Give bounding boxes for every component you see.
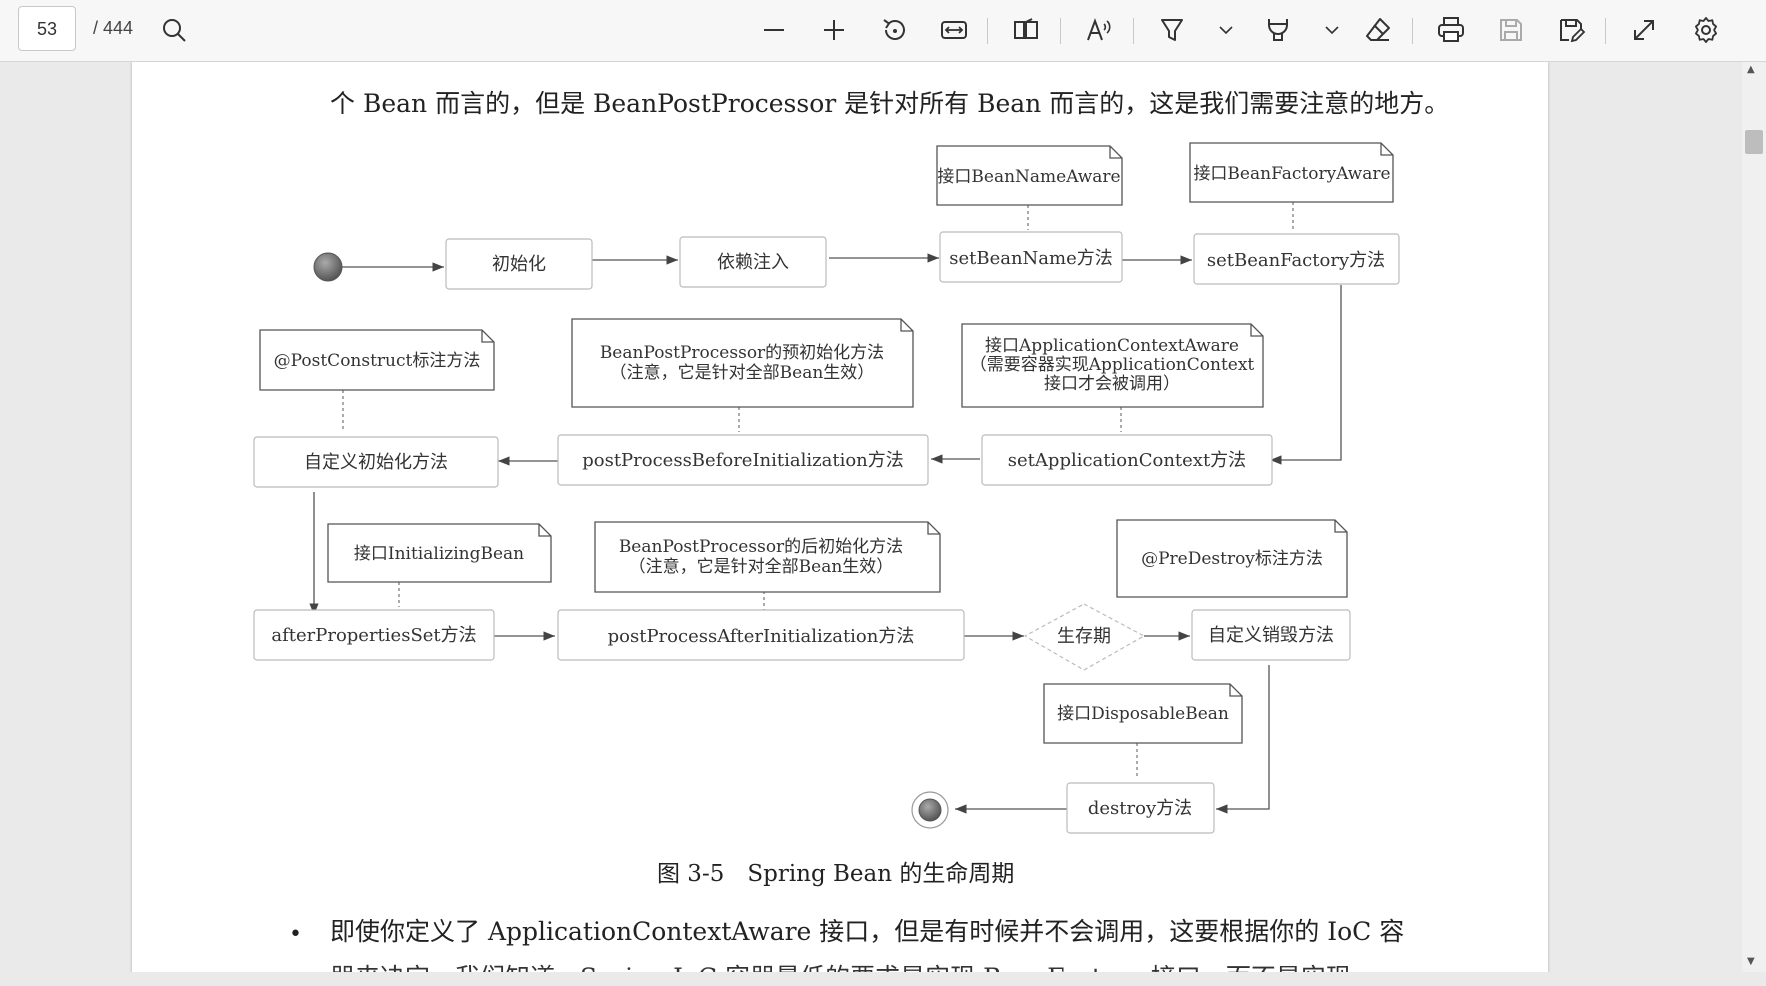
- page-total: / 444: [93, 18, 134, 38]
- box-label: afterPropertiesSet方法: [271, 625, 476, 646]
- document-viewport[interactable]: 个 Bean 而言的，但是 BeanPostProcessor 是针对所有 Be…: [0, 62, 1742, 972]
- box-label: postProcessAfterInitialization方法: [608, 626, 915, 647]
- box-after-properties-set: afterPropertiesSet方法: [253, 609, 495, 661]
- note-label: 接口才会被调用）: [1044, 374, 1180, 394]
- fit-width-icon[interactable]: [938, 14, 970, 46]
- bullet-marker: •: [289, 922, 302, 947]
- note-label: BeanPostProcessor的后初始化方法: [619, 537, 903, 557]
- note-bpp-after: BeanPostProcessor的后初始化方法 （注意，它是针对全部Bean生…: [594, 521, 941, 593]
- note-label: @PostConstruct标注方法: [274, 351, 481, 371]
- start-node: [313, 252, 343, 282]
- body-text-line: 个 Bean 而言的，但是 BeanPostProcessor 是针对所有 Be…: [330, 89, 1450, 118]
- draw-icon[interactable]: [1262, 14, 1294, 46]
- read-aloud-icon[interactable]: [1083, 14, 1115, 46]
- note-label: （需要容器实现ApplicationContext: [970, 355, 1255, 375]
- box-label: 初始化: [492, 254, 546, 275]
- settings-icon[interactable]: [1690, 14, 1722, 46]
- box-label: 自定义销毁方法: [1208, 625, 1334, 646]
- chevron-down-icon[interactable]: [1316, 14, 1348, 46]
- note-pre-destroy: @PreDestroy标注方法: [1116, 519, 1348, 598]
- box-label: 依赖注入: [717, 252, 789, 273]
- note-initializing-bean: 接口InitializingBean: [327, 523, 552, 583]
- note-label: 接口BeanNameAware: [937, 167, 1120, 187]
- box-post-process-after: postProcessAfterInitialization方法: [557, 609, 965, 661]
- scroll-up-arrow[interactable]: ▲: [1747, 64, 1755, 75]
- chevron-down-icon[interactable]: [1210, 14, 1242, 46]
- zoom-out-icon[interactable]: [758, 14, 790, 46]
- box-post-process-before: postProcessBeforeInitialization方法: [557, 434, 929, 486]
- note-label: @PreDestroy标注方法: [1141, 549, 1323, 569]
- note-label: 接口InitializingBean: [354, 544, 524, 564]
- scroll-thumb[interactable]: [1745, 130, 1763, 154]
- fullscreen-icon[interactable]: [1628, 14, 1660, 46]
- save-as-icon[interactable]: [1555, 14, 1587, 46]
- box-set-bean-name: setBeanName方法: [939, 231, 1123, 283]
- zoom-in-icon[interactable]: [818, 14, 850, 46]
- note-bpp-before: BeanPostProcessor的预初始化方法 （注意，它是针对全部Bean生…: [571, 318, 914, 408]
- box-set-application-context: setApplicationContext方法: [981, 434, 1273, 486]
- vertical-scrollbar[interactable]: [1742, 62, 1766, 972]
- pdf-toolbar: 53 / 444: [0, 0, 1766, 62]
- two-page-icon[interactable]: [1010, 14, 1042, 46]
- body-text-line: 即使你定义了 ApplicationContextAware 接口，但是有时候并…: [330, 917, 1405, 946]
- body-text-line: 器来决定。我们知道，Spring IoC 容器最低的要求是实现 BeanFact…: [330, 958, 1351, 972]
- figure-caption: 图 3-5 Spring Bean 的生命周期: [657, 861, 1015, 887]
- note-label: （注意，它是针对全部Bean生效）: [610, 363, 875, 383]
- box-label: setBeanName方法: [949, 248, 1113, 269]
- decision-lifetime: 生存期: [1023, 603, 1146, 671]
- note-label: 接口DisposableBean: [1057, 704, 1229, 724]
- bottom-strip: [0, 972, 1766, 986]
- spring-bean-lifecycle-diagram: 初始化 依赖注入 setBeanName方法 setBeanFactory方法 …: [253, 142, 1400, 834]
- box-set-bean-factory: setBeanFactory方法: [1193, 233, 1400, 285]
- box-custom-init: 自定义初始化方法: [253, 436, 499, 488]
- note-label: 接口ApplicationContextAware: [985, 336, 1239, 356]
- print-icon[interactable]: [1435, 14, 1467, 46]
- box-init: 初始化: [445, 238, 593, 290]
- note-label: （注意，它是针对全部Bean生效）: [629, 557, 894, 577]
- pdf-page: 个 Bean 而言的，但是 BeanPostProcessor 是针对所有 Be…: [132, 62, 1548, 972]
- scroll-down-arrow[interactable]: ▼: [1747, 956, 1755, 967]
- box-label: destroy方法: [1088, 798, 1192, 819]
- box-destroy: destroy方法: [1066, 782, 1215, 834]
- box-label: setBeanFactory方法: [1207, 250, 1385, 271]
- note-bean-name-aware: 接口BeanNameAware: [936, 145, 1123, 206]
- save-icon[interactable]: [1495, 14, 1527, 46]
- search-icon[interactable]: [158, 14, 190, 46]
- box-custom-destroy: 自定义销毁方法: [1191, 609, 1351, 661]
- box-label: 自定义初始化方法: [304, 452, 448, 473]
- eraser-icon[interactable]: [1362, 14, 1394, 46]
- box-dependency-injection: 依赖注入: [679, 236, 827, 288]
- note-disposable-bean: 接口DisposableBean: [1043, 683, 1243, 744]
- note-bean-factory-aware: 接口BeanFactoryAware: [1189, 142, 1394, 203]
- page-number-input[interactable]: 53: [18, 6, 76, 51]
- highlight-icon[interactable]: [1156, 14, 1188, 46]
- note-label: 接口BeanFactoryAware: [1193, 164, 1390, 184]
- note-label: BeanPostProcessor的预初始化方法: [600, 343, 884, 363]
- box-label: setApplicationContext方法: [1008, 450, 1246, 471]
- note-post-construct: @PostConstruct标注方法: [259, 329, 495, 391]
- box-label: postProcessBeforeInitialization方法: [582, 450, 904, 471]
- rotate-icon[interactable]: [878, 14, 910, 46]
- box-label: 生存期: [1057, 626, 1111, 647]
- note-application-context-aware: 接口ApplicationContextAware （需要容器实现Applica…: [961, 323, 1264, 408]
